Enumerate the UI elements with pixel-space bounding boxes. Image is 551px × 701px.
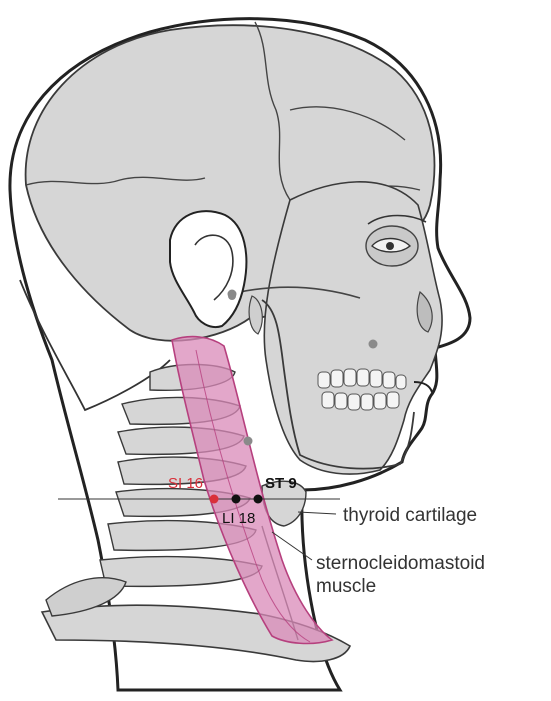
st9-label: ST 9 [265, 475, 297, 492]
landmark-point-cheek [369, 340, 378, 349]
thyroid-cartilage-label: thyroid cartilage [343, 505, 477, 526]
si16-point [210, 495, 219, 504]
sternocleidomastoid-label: sternocleidomastoid [316, 553, 485, 574]
muscle-label: muscle [316, 576, 376, 597]
pupil [386, 242, 394, 250]
li18-label: LI 18 [222, 510, 255, 527]
si16-label: SI 16 [168, 475, 203, 492]
landmark-point-mastoid [228, 290, 237, 299]
thyroid-leader-line [298, 512, 336, 514]
li18-point [232, 495, 241, 504]
st9-point [254, 495, 263, 504]
landmark-point-neck [244, 437, 253, 446]
